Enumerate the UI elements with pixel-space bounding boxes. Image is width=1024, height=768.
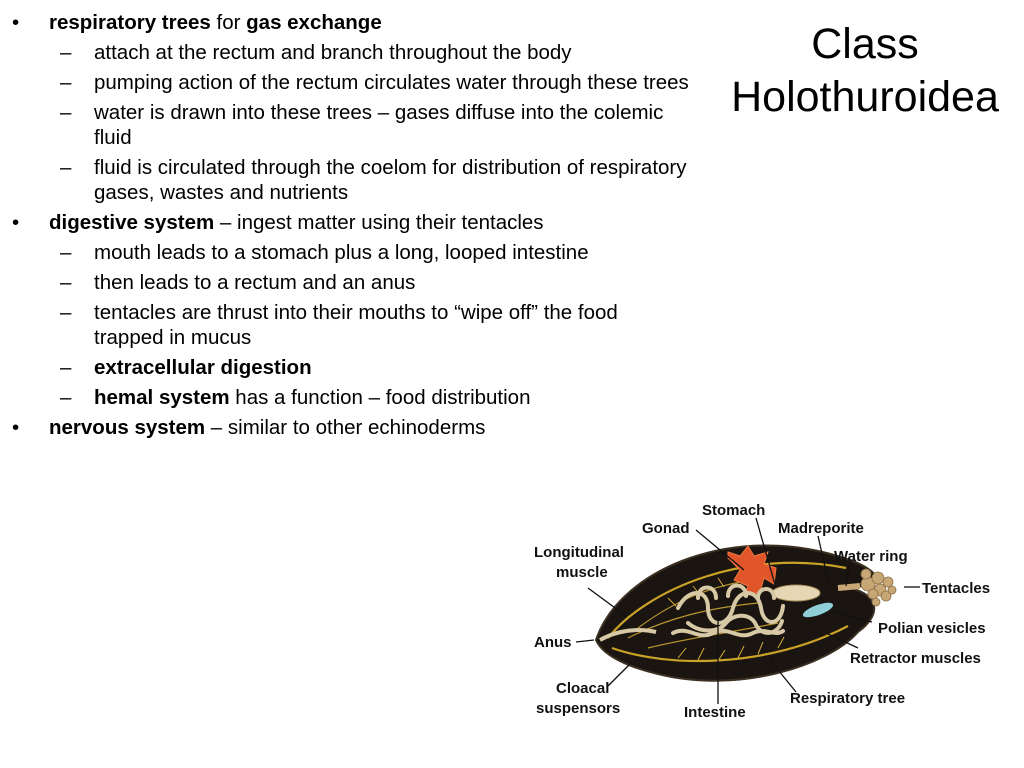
sub-bullet: – attach at the rectum and branch throug…: [0, 40, 690, 65]
term-respiratory-trees: respiratory trees: [49, 11, 211, 34]
bullet-text: for: [210, 11, 247, 34]
longitudinal-muscle-band: [611, 625, 849, 663]
sub-bullet: – tentacles are thrust into their mouths…: [0, 300, 690, 350]
bullet-respiratory-trees: • respiratory trees for gas exchange: [0, 10, 690, 35]
dash-marker: –: [60, 301, 72, 324]
bullet-marker: •: [12, 211, 20, 234]
leader-lines: [575, 517, 920, 704]
sub-bullet: – hemal system has a function – food dis…: [0, 385, 690, 410]
dash-marker: –: [60, 356, 72, 379]
intestine-loops: [671, 583, 785, 638]
label-longitudinal-muscle-line1: Longitudinal: [534, 544, 624, 561]
bullet-marker: •: [12, 11, 20, 34]
label-longitudinal-muscle-line2: muscle: [556, 564, 608, 581]
gonad: [727, 545, 777, 597]
term-digestive-system: digestive system: [49, 211, 215, 234]
stomach: [771, 584, 821, 602]
tentacles-cluster: [860, 568, 897, 607]
dash-marker: –: [60, 271, 72, 294]
sub-bullet-text: has a function – food distribution: [229, 386, 531, 409]
label-retractor-muscles: Retractor muscles: [850, 650, 981, 667]
sub-bullet: – mouth leads to a stomach plus a long, …: [0, 240, 690, 265]
label-intestine: Intestine: [684, 704, 746, 721]
title-line-1: Class: [811, 20, 919, 68]
label-cloacal-suspensors-line2: suspensors: [536, 700, 621, 717]
label-water-ring: Water ring: [834, 548, 908, 565]
label-polian-vesicles: Polian vesicles: [878, 620, 986, 637]
respiratory-tree-branch: [667, 573, 785, 662]
label-stomach: Stomach: [702, 502, 766, 519]
term-hemal-system: hemal system: [94, 386, 230, 409]
dash-marker: –: [60, 41, 72, 64]
sub-bullet: – extracellular digestion: [0, 355, 690, 380]
sub-bullet-text: mouth leads to a stomach plus a long, lo…: [94, 241, 589, 264]
sub-bullet: – then leads to a rectum and an anus: [0, 270, 690, 295]
bullet-marker: •: [12, 416, 20, 439]
dash-marker: –: [60, 71, 72, 94]
bullet-digestive-system: • digestive system – ingest matter using…: [0, 210, 690, 235]
bullet-list: • respiratory trees for gas exchange – a…: [0, 10, 690, 445]
body-outline: [594, 544, 878, 682]
slide-title: Class Holothuroidea: [706, 18, 1024, 124]
bullet-text: – ingest matter using their tentacles: [214, 211, 544, 234]
label-madreporite: Madreporite: [778, 520, 864, 537]
longitudinal-muscle-band: [607, 561, 847, 639]
sub-bullet-text: then leads to a rectum and an anus: [94, 271, 416, 294]
bullet-nervous-system: • nervous system – similar to other echi…: [0, 415, 690, 440]
sub-bullet-text: tentacles are thrust into their mouths t…: [94, 301, 618, 349]
title-line-2: Holothuroidea: [731, 73, 999, 121]
term-nervous-system: nervous system: [49, 416, 206, 439]
bullet-text: – similar to other echinoderms: [205, 416, 486, 439]
sub-bullet: – pumping action of the rectum circulate…: [0, 70, 690, 95]
sea-cucumber-diagram: Stomach Gonad Madreporite Longitudinal m…: [528, 498, 1024, 726]
term-gas-exchange: gas exchange: [246, 11, 382, 34]
label-tentacles: Tentacles: [922, 580, 991, 597]
label-cloacal-suspensors-line1: Cloacal: [556, 680, 610, 697]
sea-cucumber-illustration: [575, 517, 920, 704]
polian-vesicle: [802, 602, 834, 618]
dash-marker: –: [60, 241, 72, 264]
label-respiratory-tree: Respiratory tree: [790, 690, 906, 707]
label-anus: Anus: [534, 634, 572, 651]
sub-bullet-text: fluid is circulated through the coelom f…: [94, 156, 687, 204]
sub-bullet-text: pumping action of the rectum circulates …: [94, 71, 689, 94]
dash-marker: –: [60, 156, 72, 179]
sub-bullet-text: attach at the rectum and branch througho…: [94, 41, 572, 64]
label-gonad: Gonad: [642, 520, 690, 537]
term-extracellular-digestion: extracellular digestion: [94, 356, 312, 379]
sub-bullet: – fluid is circulated through the coelom…: [0, 155, 690, 205]
dash-marker: –: [60, 386, 72, 409]
sub-bullet: – water is drawn into these trees – gase…: [0, 100, 690, 150]
tentacle-base: [837, 583, 861, 591]
rectum: [599, 628, 657, 642]
sub-bullet-text: water is drawn into these trees – gases …: [94, 101, 664, 149]
dash-marker: –: [60, 101, 72, 124]
